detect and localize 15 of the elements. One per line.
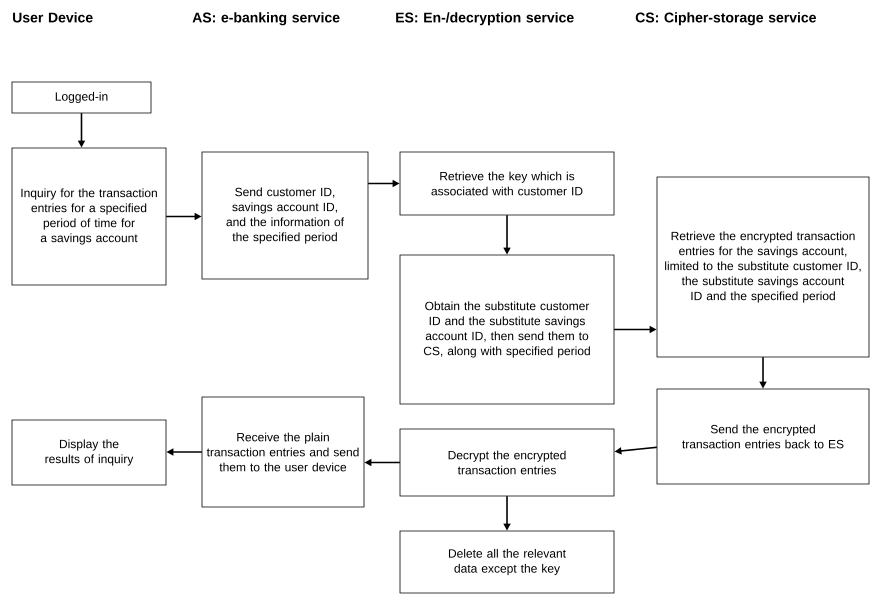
process-box: Retrieve the encrypted transaction entries for the savings account, limited to the substitute customer ID, the substitute savings account ID and the specified period xyxy=(656,176,870,358)
process-box: Inquiry for the transaction entries for a specified period of time for a savings account xyxy=(12,148,166,286)
process-box: Receive the plain transaction entries and send them to the user device xyxy=(202,396,364,508)
column-heading: AS: e-banking service xyxy=(192,12,340,26)
process-box: Decrypt the encrypted transaction entries xyxy=(400,428,614,496)
process-box: Display the results of inquiry xyxy=(12,420,166,486)
process-box: Logged-in xyxy=(12,82,152,114)
process-box: Delete all the relevant data except the key xyxy=(400,530,614,594)
process-box: Send customer ID, savings account ID, and the information of the specified period xyxy=(202,152,368,280)
process-box: Retrieve the key which is associated with customer ID xyxy=(400,152,614,216)
column-heading: CS: Cipher-storage service xyxy=(636,12,816,26)
process-box: Send the encrypted transaction entries back to ES xyxy=(656,388,870,484)
column-heading: User Device xyxy=(13,12,93,22)
column-heading: ES: En-/decryption service xyxy=(396,12,574,26)
process-box: Obtain the substitute customer ID and the substitute savings account ID, then send them to CS, along with specified period xyxy=(400,254,614,404)
